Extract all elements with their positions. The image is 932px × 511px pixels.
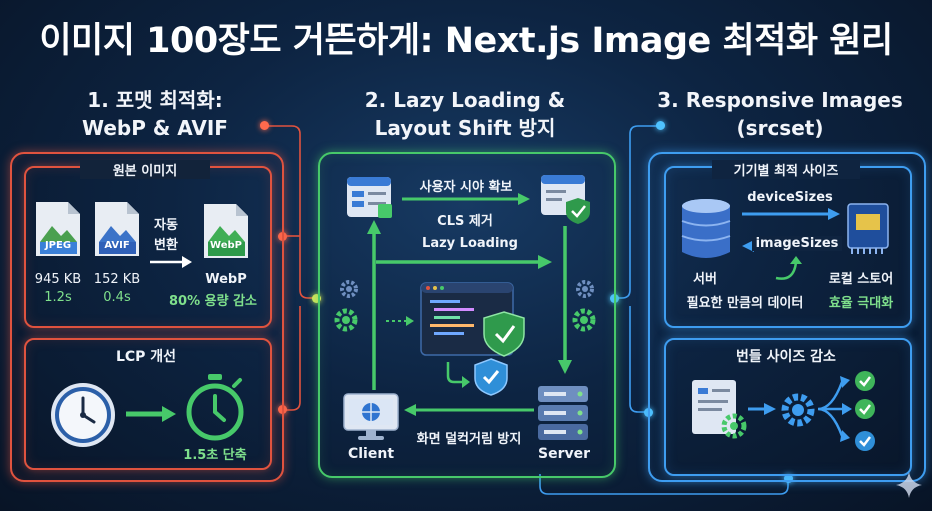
server-store-label: 서버 (693, 272, 717, 287)
cls-label: CLS 제거 (437, 214, 493, 229)
bundle-size-label: 번들 사이즈 감소 (736, 349, 836, 365)
convert-arrow-icon (150, 256, 192, 268)
bundle-size-box (664, 338, 912, 476)
check-circle-icon (855, 431, 875, 451)
down-flow-arrow (558, 226, 572, 374)
server-label: Server (537, 446, 590, 462)
lazy-panel (318, 152, 616, 478)
no-jank-label: 화면 덜컥거림 방지 (416, 432, 522, 447)
bundle-arrow (748, 403, 776, 415)
shield-check-icon (474, 358, 508, 396)
lazy-loading-arrow (376, 255, 552, 269)
check-circle-icon (855, 371, 875, 391)
jpeg-badge: JPEG (44, 240, 72, 251)
webp-name: WebP (205, 272, 247, 287)
hook-arrow (446, 362, 470, 388)
check-circle-icon (855, 399, 875, 419)
format-section-title: 1. 포맷 최적화: WebP & AVIF (40, 86, 270, 142)
responsive-title-line1: 3. Responsive Images (657, 88, 903, 112)
gear-icon (572, 308, 596, 332)
avif-size: 152 KB (93, 272, 141, 287)
monitor-icon (343, 393, 399, 440)
auto-convert-line1: 자동 (154, 218, 178, 233)
responsive-section-title: 3. Responsive Images (srcset) (650, 86, 910, 142)
gear-icon (334, 308, 358, 332)
format-title-line1: 1. 포맷 최적화: (87, 88, 223, 112)
document-gear-icon (692, 380, 747, 439)
gear-icon (340, 280, 358, 298)
connector-dot (312, 294, 321, 303)
client-label: Client (347, 446, 395, 462)
clock-icon (51, 383, 115, 447)
connector-dot (784, 474, 793, 483)
device-size-label: 기기별 최적 사이즈 (712, 160, 860, 179)
connector-dot (260, 121, 269, 130)
efficiency-label: 효율 극대화 (828, 296, 894, 311)
format-panel (10, 152, 284, 482)
curve-arrow (775, 256, 802, 280)
jpeg-file-icon (36, 202, 80, 256)
webp-saving: 80% 용량 감소 (168, 294, 257, 309)
device-sizes-arrow (742, 208, 840, 220)
sparkle-icon (896, 472, 922, 498)
avif-time: 0.4s (103, 290, 131, 305)
image-sizes-label: imageSizes (752, 236, 842, 251)
jpeg-time: 1.2s (44, 290, 72, 305)
connector-dot (656, 121, 665, 130)
lcp-label: LCP 개선 (115, 349, 177, 365)
avif-badge: AVIF (104, 240, 130, 251)
avif-file-icon (95, 202, 139, 256)
no-jank-arrow (404, 404, 534, 416)
database-icon (681, 199, 731, 258)
gear-icon (576, 280, 594, 298)
split-arrows (817, 376, 852, 442)
browser-window-icon (347, 177, 392, 218)
speedup-arrow-icon (126, 406, 176, 422)
responsive-panel (648, 152, 926, 482)
gear-icon (781, 393, 815, 427)
memory-card-icon (847, 203, 889, 254)
local-store-label: 로컬 스토어 (828, 272, 894, 287)
lazy-title-line1: 2. Lazy Loading & (364, 88, 566, 112)
auto-convert-line2: 변환 (154, 238, 178, 253)
page-title: 이미지 100장도 거뜬하게: Next.js Image 최적화 원리 (39, 21, 893, 61)
dotted-arrow (386, 316, 414, 326)
up-flow-arrow (367, 220, 381, 390)
webp-badge: WebP (210, 240, 242, 251)
webp-file-icon (204, 204, 248, 258)
format-title-line2: WebP & AVIF (82, 116, 228, 140)
lcp-box (24, 338, 272, 470)
checked-window-icon (541, 175, 590, 224)
lazy-title-line2: Layout Shift 방지 (374, 116, 556, 140)
auto-convert-label: 자동 변환 (146, 216, 186, 256)
device-sizes-label: deviceSizes (747, 190, 833, 205)
server-icon (538, 386, 588, 440)
stopwatch-icon (186, 374, 244, 441)
lazy-loading-label: Lazy Loading (422, 236, 518, 251)
original-image-label: 원본 이미지 (80, 160, 210, 179)
jpeg-size: 945 KB (34, 272, 82, 287)
lazy-section-title: 2. Lazy Loading & Layout Shift 방지 (340, 86, 590, 142)
responsive-title-line2: (srcset) (736, 116, 824, 140)
viewport-arrow (402, 193, 530, 205)
code-editor-icon (420, 282, 525, 357)
needed-data-label: 필요한 만큼의 데이터 (686, 296, 804, 311)
lcp-value: 1.5초 단축 (183, 448, 247, 463)
viewport-label: 사용자 시야 확보 (419, 180, 513, 195)
